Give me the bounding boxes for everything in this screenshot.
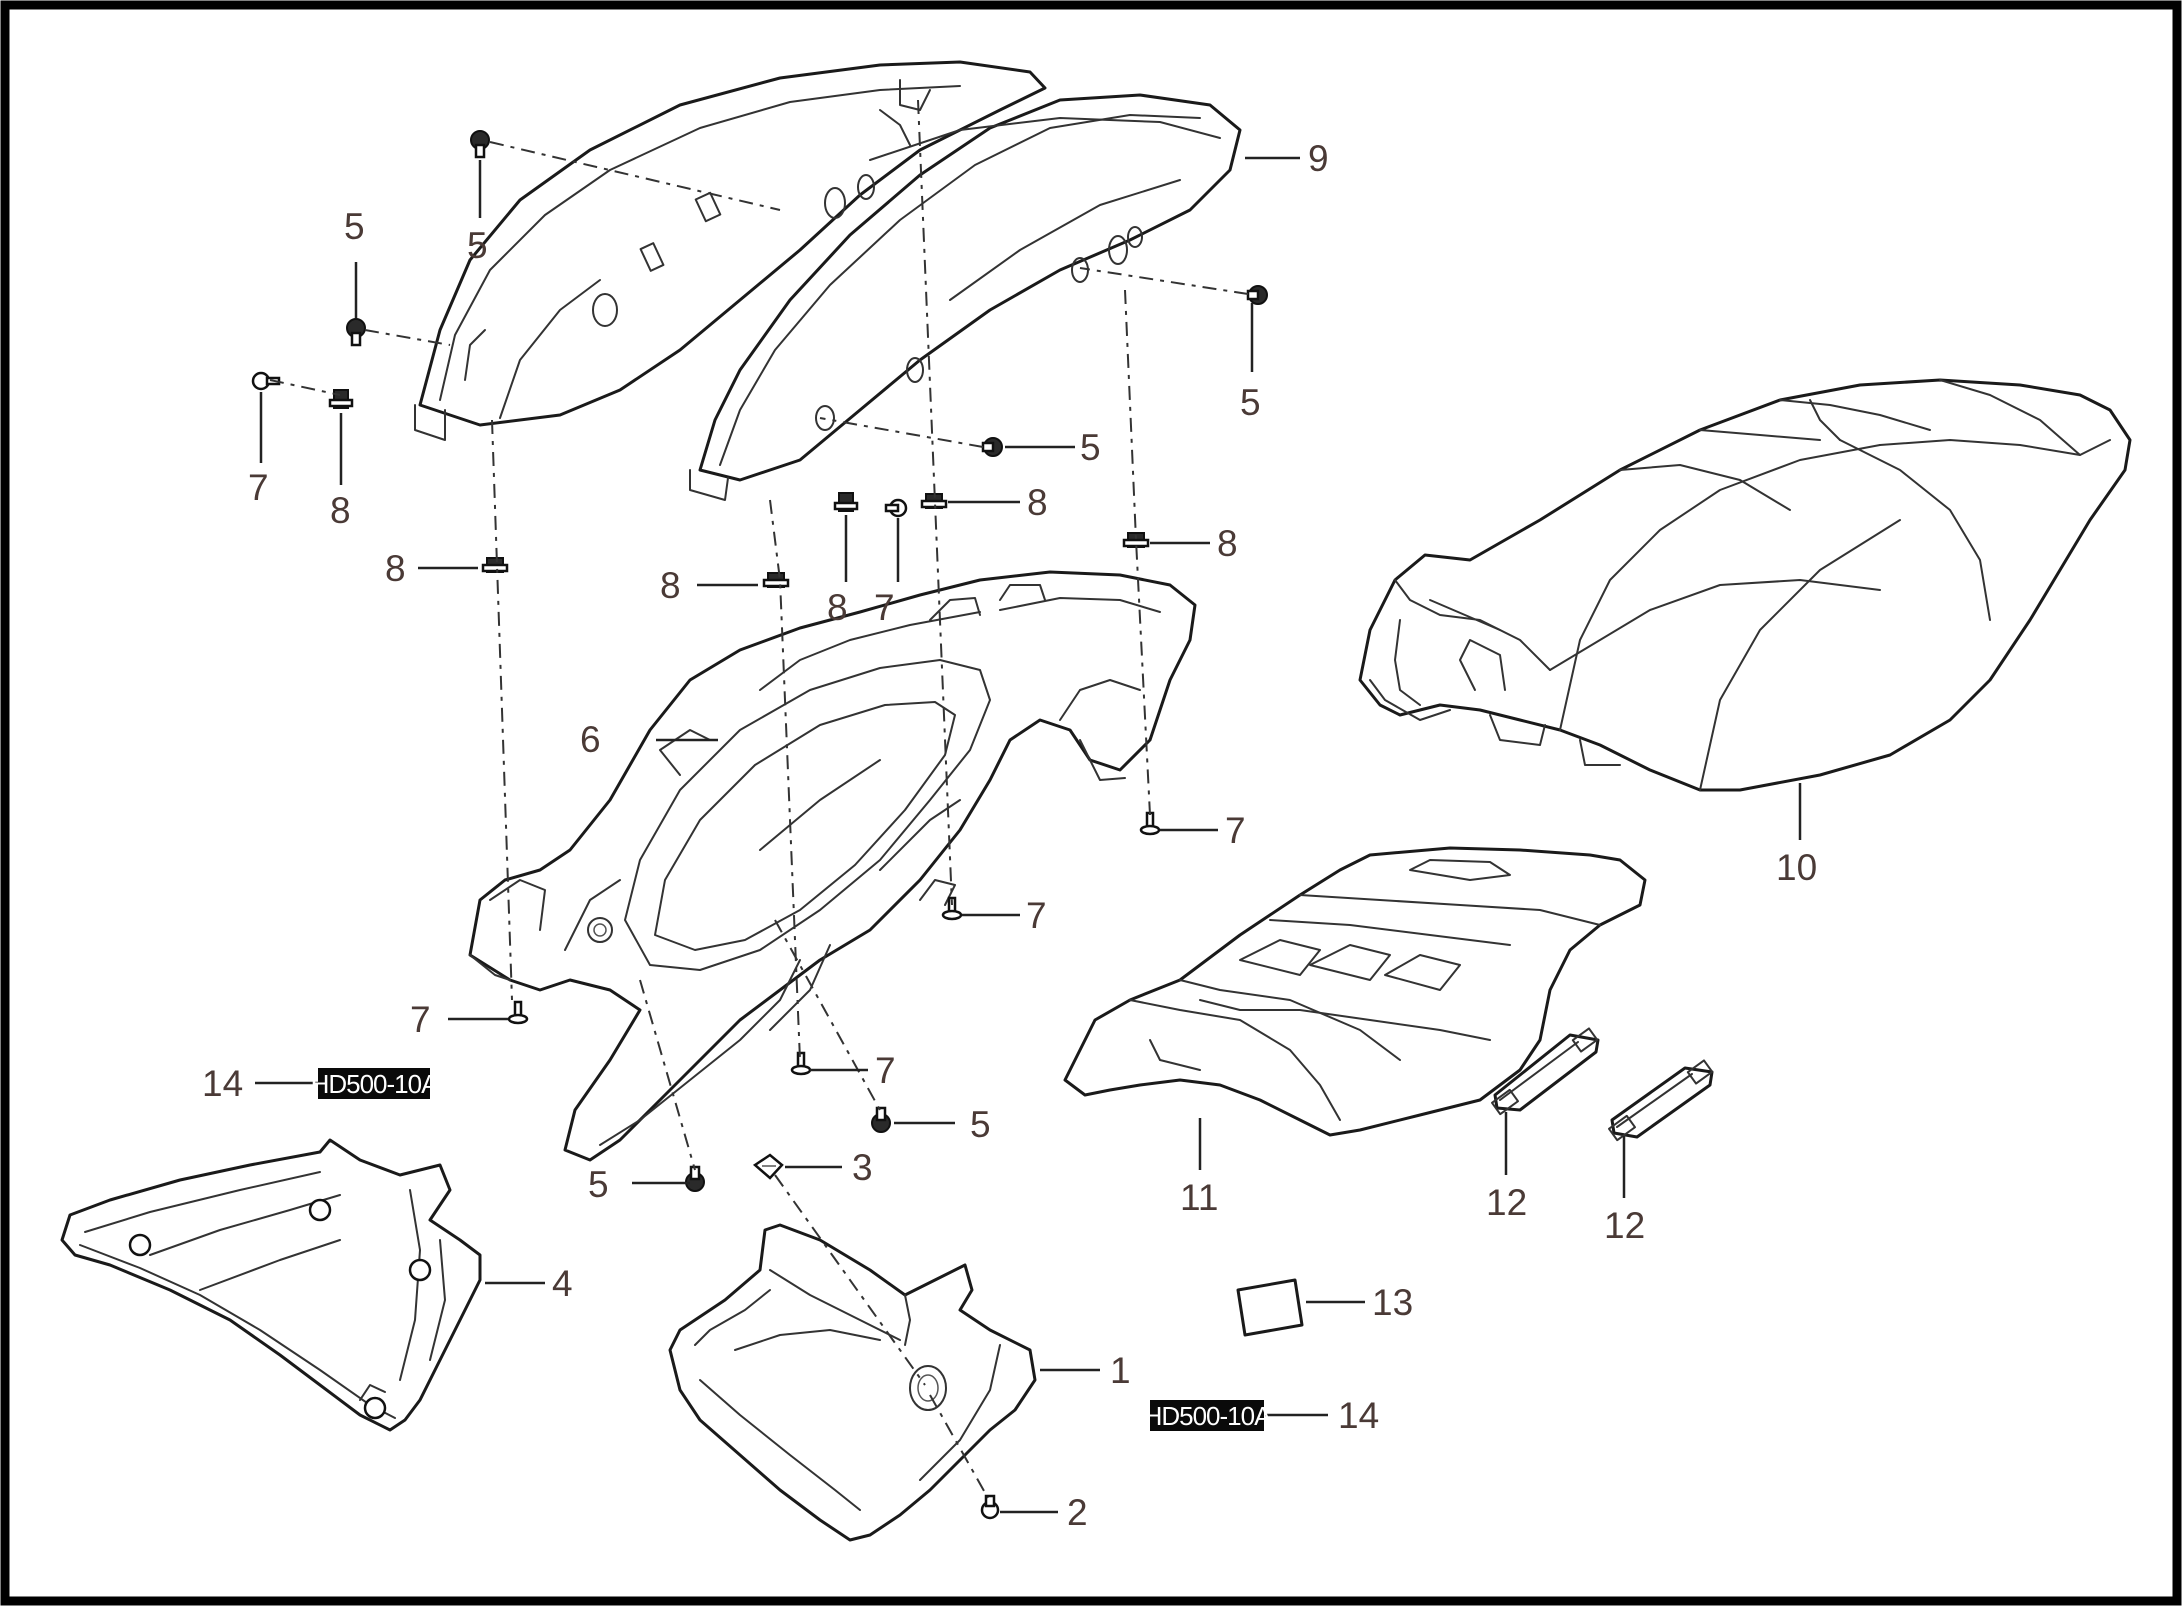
bolt-5-lower-center	[871, 1106, 891, 1133]
callout-5-right: 5	[1240, 382, 1261, 423]
part-12-strap-left	[1490, 1027, 1600, 1116]
screw-7-center	[884, 498, 908, 518]
callout-5-center: 5	[1080, 427, 1101, 468]
callout-9: 9	[1308, 138, 1329, 179]
hardware-group	[251, 130, 1268, 1520]
clip-8-left	[481, 557, 509, 573]
bolt-5-center	[981, 437, 1003, 457]
part-1-lower-cover	[668, 1223, 1037, 1542]
part-11-seat-base	[1063, 846, 1647, 1137]
callout-5-lower-center: 5	[970, 1104, 991, 1145]
bolt-5-left	[346, 318, 366, 347]
callout-12-left: 12	[1486, 1182, 1527, 1223]
bolt-5-right-top	[1246, 285, 1268, 305]
callout-12-right: 12	[1604, 1205, 1645, 1246]
clip-8-center	[833, 492, 859, 512]
callout-4: 4	[552, 1263, 573, 1304]
screw-7-lower-left	[507, 1000, 529, 1025]
part-10-seat	[1358, 378, 2132, 792]
screw-7-right	[1139, 811, 1161, 836]
part-13-label	[1236, 1278, 1304, 1337]
code-plate-a-text: HD500-10A	[311, 1069, 440, 1099]
callout-7-lower-left: 7	[410, 999, 431, 1040]
callout-6: 6	[580, 719, 601, 760]
callout-3: 3	[852, 1147, 873, 1188]
callout-7-lower-middle: 7	[875, 1050, 896, 1091]
clip-8-center-left	[762, 572, 790, 588]
callout-8-center-left: 8	[660, 565, 681, 606]
code-plate-b: HD500-10A	[1144, 1400, 1273, 1431]
callout-14-right: 14	[1338, 1395, 1379, 1436]
callout-11: 11	[1180, 1177, 1218, 1218]
part-9-rear-fender-right	[689, 79, 1242, 501]
nut-3	[752, 1153, 784, 1180]
code-plate-a: HD500-10A	[311, 1068, 440, 1099]
part-6-rear-inner-fender	[468, 570, 1197, 1162]
part-12-strap-right	[1607, 1059, 1714, 1142]
callout-8-center-right: 8	[1027, 482, 1048, 523]
assembly-lines	[269, 99, 1249, 1499]
callout-7-middle: 7	[1026, 895, 1047, 936]
callout-8-top-left: 8	[330, 490, 351, 531]
callout-8-right: 8	[1217, 523, 1238, 564]
callout-10: 10	[1776, 847, 1817, 888]
bolt-5-top-left	[470, 130, 490, 159]
callout-14-left: 14	[202, 1063, 243, 1104]
callout-5-left: 5	[344, 206, 365, 247]
callout-7-left: 7	[248, 467, 269, 508]
callout-13: 13	[1372, 1282, 1413, 1323]
callout-8-center: 8	[827, 587, 848, 628]
callout-2: 2	[1067, 1492, 1088, 1533]
screw-2	[980, 1494, 1000, 1520]
leader-lines	[255, 156, 1802, 1514]
part-4-side-cover	[60, 1138, 482, 1432]
callout-8-left: 8	[385, 548, 406, 589]
callout-7-center: 7	[874, 587, 895, 628]
code-plate-b-text: HD500-10A	[1144, 1401, 1273, 1431]
callout-5-top-left: 5	[467, 225, 488, 266]
callout-7-right: 7	[1225, 810, 1246, 851]
callout-numbers: 1 2 3 4 5 5 5 5 5 5 5 6 7 7 7 7 7 7 8 8 …	[202, 138, 1817, 1533]
callout-1: 1	[1110, 1350, 1131, 1391]
callout-5-lower-left: 5	[588, 1164, 609, 1205]
